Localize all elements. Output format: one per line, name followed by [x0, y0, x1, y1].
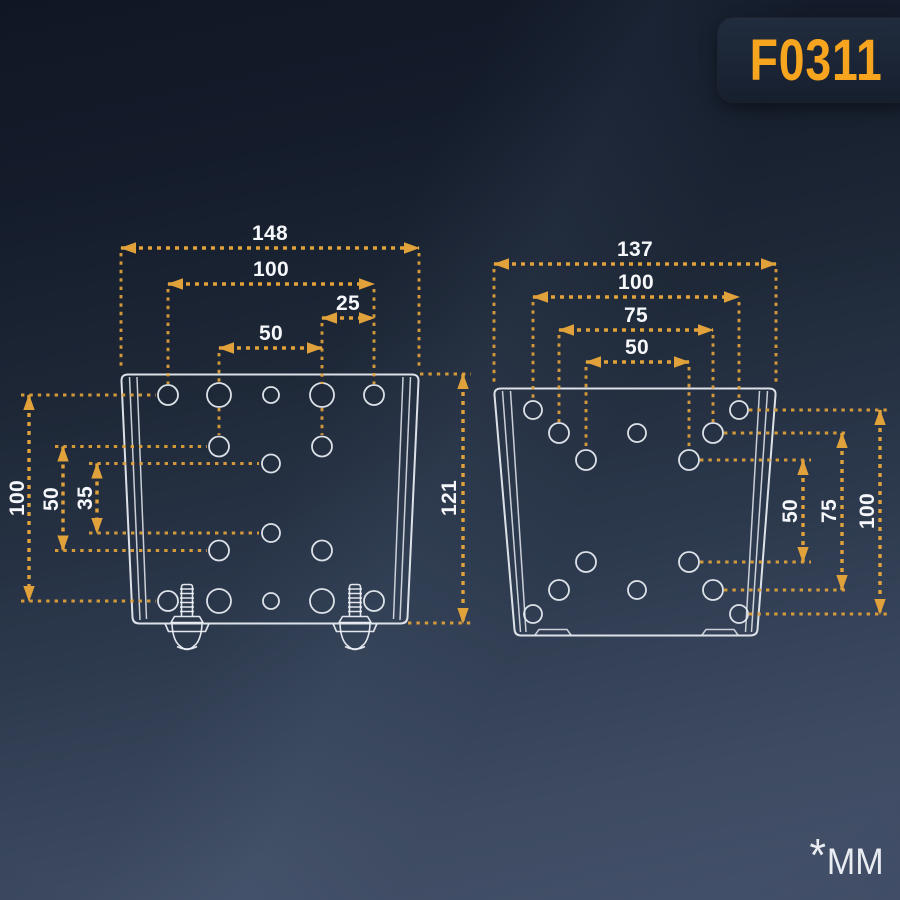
- dim-label-right-vert-50: 50: [779, 499, 802, 523]
- dim-label-left-vert-35: 35: [74, 486, 97, 510]
- dim-label-left-span-100: 100: [253, 258, 289, 281]
- right-plate: [493, 387, 777, 637]
- right-plate-witness-lines: [492, 269, 888, 616]
- right-plate-outline: [493, 387, 777, 637]
- mounting-screw-right: [332, 583, 378, 651]
- dim-label-left-overall-width: 148: [252, 222, 288, 245]
- left-plate: [120, 373, 420, 651]
- dim-label-right-span-100: 100: [618, 271, 654, 294]
- right-plate-holes: [523, 400, 749, 624]
- left-plate-dimension-lines: [23, 242, 469, 624]
- asterisk-symbol: *: [809, 828, 827, 881]
- dim-label-right-vert-100: 100: [856, 493, 879, 529]
- dim-label-left-vert-100: 100: [6, 480, 29, 516]
- dim-label-left-span-25: 25: [336, 292, 360, 315]
- left-plate-witness-lines: [21, 253, 471, 625]
- left-plate-holes: [157, 382, 385, 614]
- left-plate-outline: [120, 373, 420, 625]
- mounting-screw-left: [164, 583, 210, 651]
- dim-label-left-vert-50: 50: [40, 487, 63, 511]
- model-number: F0311: [749, 27, 883, 93]
- units-label: MM: [827, 840, 884, 882]
- dim-label-left-overall-height: 121: [438, 480, 461, 516]
- dim-label-right-vert-75: 75: [818, 499, 841, 523]
- dim-label-right-span-75: 75: [624, 304, 648, 327]
- right-plate-dimension-lines: [493, 258, 886, 615]
- right-plate-dimensions: 137 100 75 50 50 75 100: [492, 238, 888, 616]
- dim-label-right-overall-width: 137: [617, 238, 653, 261]
- dim-label-right-span-50: 50: [625, 336, 649, 359]
- model-badge: F0311: [718, 18, 900, 102]
- dim-label-left-span-50: 50: [259, 322, 283, 345]
- units-footnote: * MM: [810, 832, 884, 886]
- left-plate-dimensions: 148 100 25 50 100 50 35 121: [6, 222, 471, 625]
